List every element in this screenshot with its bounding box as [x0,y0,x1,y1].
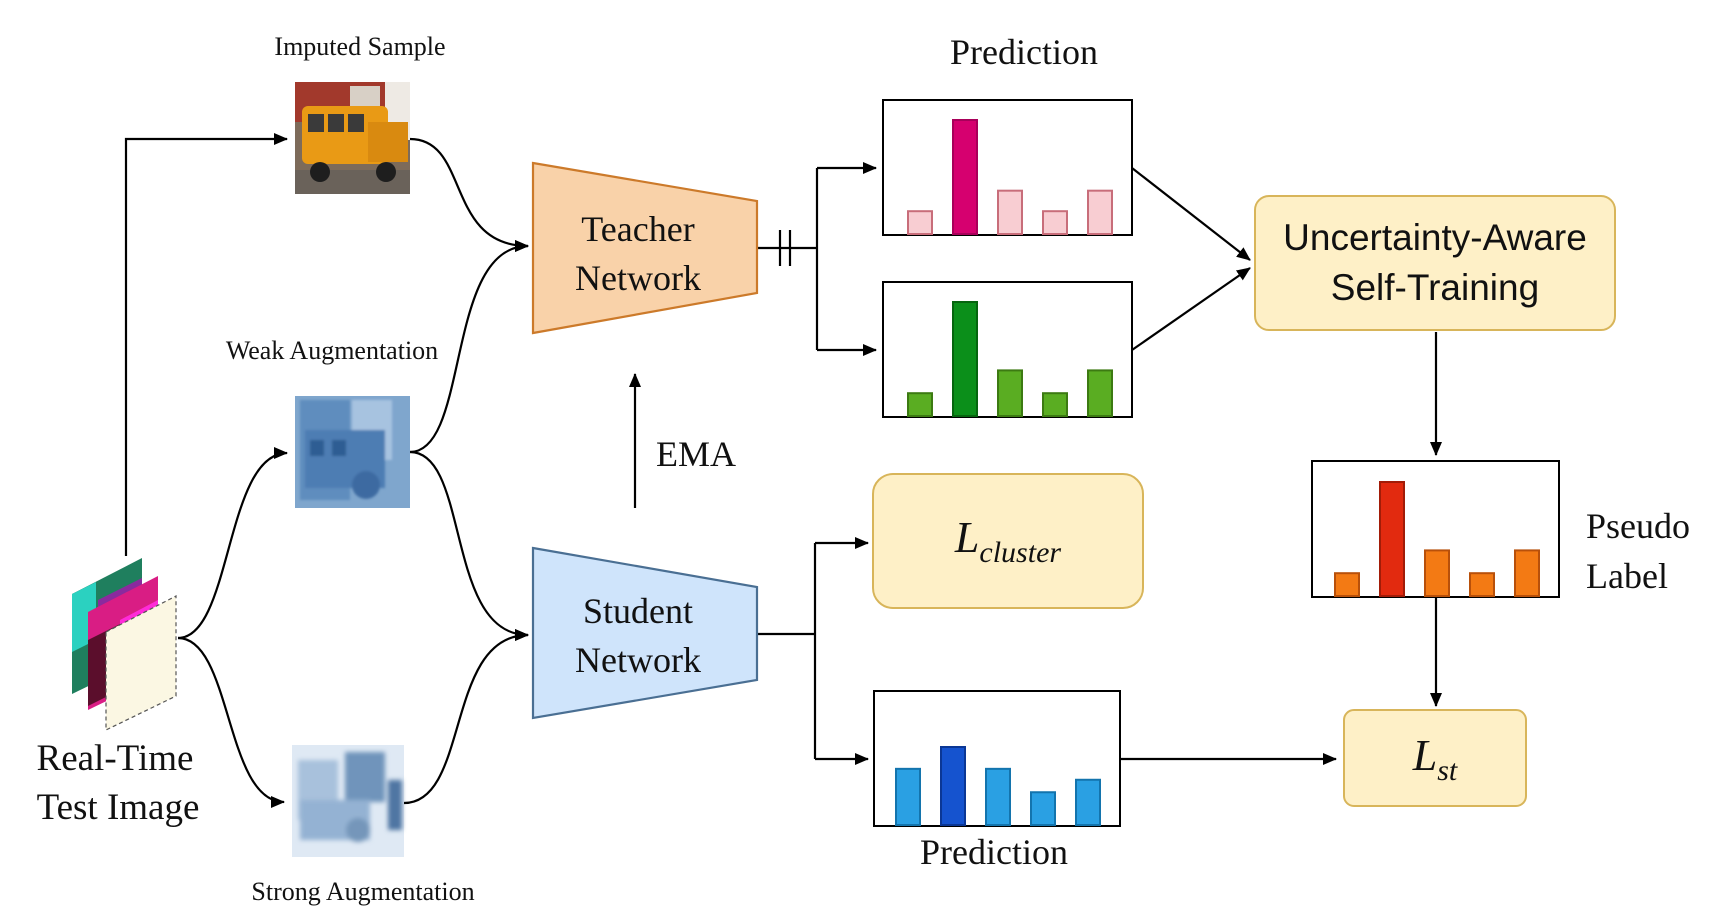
uat-label-line1: Uncertainty-Aware [1283,217,1587,258]
pseudo-label-bar [1424,549,1450,598]
student-blue-bar [1030,791,1056,826]
l-cluster-box: Lcluster [872,473,1144,609]
imputed-sample-label: Imputed Sample [274,32,445,61]
teacher-green-bar [1042,392,1068,418]
teacher-green-bar [907,392,933,418]
student-blue-bar [940,746,966,826]
pseudo-label-histogram [1334,481,1540,598]
arrow-input-to-strong [177,636,285,808]
arrow-pink-to-uat [1131,167,1251,261]
student-blue-bar [1075,778,1101,827]
teacher-green-bar [952,301,978,417]
student-blue-bar [895,767,921,827]
teacher-label-line1: Teacher [581,209,694,249]
prediction-bottom-label: Prediction [920,832,1068,872]
pseudo-label-bar [1379,481,1405,597]
strong-augmentation-image [292,745,404,857]
teacher-network: Teacher Network [531,161,759,335]
teacher-pink-bar [952,119,978,235]
arrow-weak-to-student [409,450,529,641]
arrow-input-to-weak [177,447,288,640]
input-label-line1: Real-Time [37,738,194,779]
input-label-line2: Test Image [37,787,200,828]
uat-label-line2: Self-Training [1331,267,1539,308]
l-cluster-label: Lcluster [954,513,1061,569]
stop-gradient-mark [778,230,792,266]
teacher-green-bar [997,369,1023,417]
pseudo-label-bar [1514,549,1540,598]
teacher-label-line2: Network [575,258,701,298]
student-network: Student Network [531,546,759,720]
arrow-strong-to-student [403,629,529,805]
weak-augmentation-label: Weak Augmentation [226,336,438,365]
arrow-input-to-imputed [124,133,288,556]
arrow-imputed-to-teacher [409,137,529,252]
arrow-green-to-uat [1131,267,1251,351]
teacher-prediction-green-histogram [907,301,1113,418]
teacher-pink-bar [1042,210,1068,235]
l-st-label: Lst [1412,731,1458,787]
pseudo-label-bar [1334,572,1360,598]
student-label-line2: Network [575,640,701,680]
student-prediction-blue-histogram [895,746,1101,827]
teacher-pink-bar [907,210,933,235]
l-st-box: Lst [1343,709,1527,807]
imputed-sample-image [295,82,410,194]
strong-augmentation-label: Strong Augmentation [251,877,474,906]
real-time-test-image-stack [72,558,177,731]
arrow-weak-to-teacher [409,240,529,454]
teacher-pink-bar [1087,189,1113,235]
student-blue-bar [985,767,1011,827]
pseudo-label-line2: Label [1586,556,1668,596]
teacher-pink-bar [997,189,1023,235]
connectors [124,133,1442,808]
pseudo-label-bar [1469,572,1495,598]
ema-label: EMA [656,434,736,474]
pseudo-label-line1: Pseudo [1586,506,1690,546]
teacher-green-bar [1087,369,1113,417]
teacher-prediction-pink-histogram [907,119,1113,235]
prediction-top-label: Prediction [950,32,1098,72]
uncertainty-aware-self-training-box: Uncertainty-Aware Self-Training [1254,195,1616,331]
student-label-line1: Student [583,591,693,631]
weak-augmentation-image [295,396,410,508]
